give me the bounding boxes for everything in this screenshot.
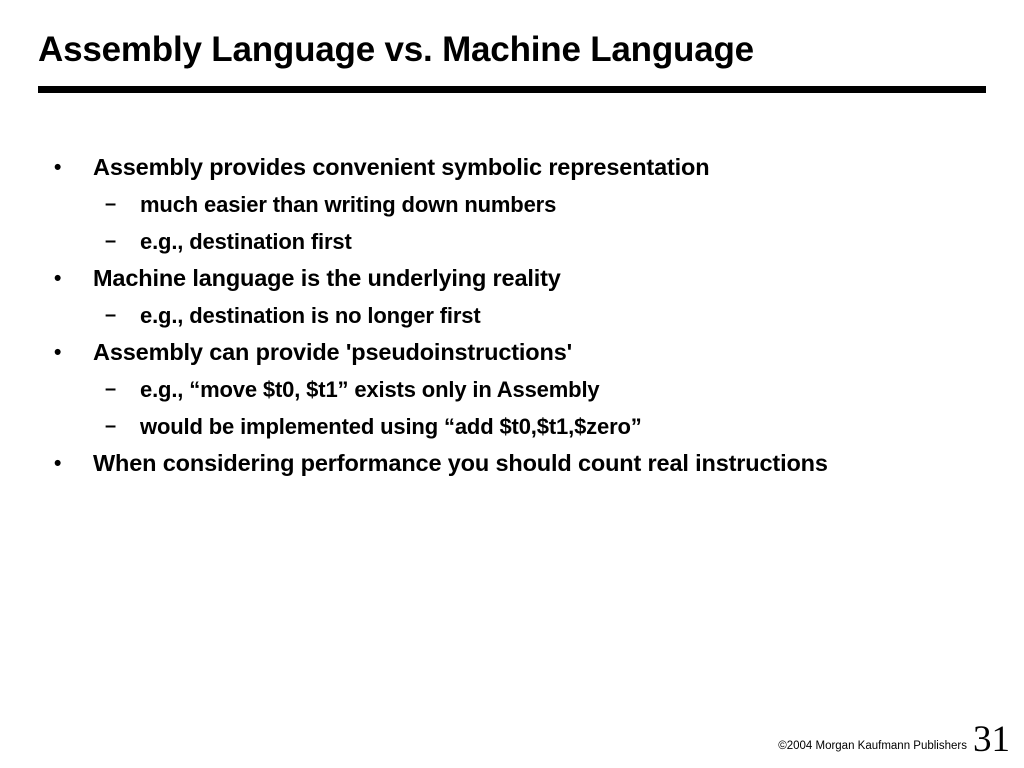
bullet-item: – e.g., destination is no longer first [0, 301, 1024, 338]
bullet-item: – much easier than writing down numbers [0, 190, 1024, 227]
bullet-item: – e.g., destination first [0, 227, 1024, 264]
bullet-item: – would be implemented using “add $t0,$t1… [0, 412, 1024, 449]
bullet-item: • When considering performance you should… [0, 449, 1024, 486]
bullet-text: Machine language is the underlying reali… [93, 265, 561, 291]
bullet-item: • Machine language is the underlying real… [0, 264, 1024, 301]
bullet-text: When considering performance you should … [93, 450, 828, 476]
bullet-list: • Assembly provides convenient symbolic r… [0, 153, 1024, 486]
bullet-dash-icon: – [105, 415, 117, 437]
bullet-text: Assembly can provide 'pseudoinstructions… [93, 339, 573, 365]
bullet-item: • Assembly provides convenient symbolic r… [0, 153, 1024, 190]
bullet-text: e.g., destination first [140, 229, 352, 254]
title-underline-rule [38, 86, 986, 93]
bullet-item: – e.g., “move $t0, $t1” exists only in As… [0, 375, 1024, 412]
bullet-dash-icon: – [105, 193, 117, 215]
bullet-text: would be implemented using “add $t0,$t1,… [140, 414, 642, 439]
bullet-dot-icon: • [54, 341, 62, 364]
bullet-dash-icon: – [105, 378, 117, 400]
bullet-dot-icon: • [54, 156, 62, 179]
copyright-notice: ©2004 Morgan Kaufmann Publishers [778, 740, 967, 752]
bullet-text: much easier than writing down numbers [140, 192, 557, 217]
slide-footer: ©2004 Morgan Kaufmann Publishers 31 [778, 720, 1010, 760]
bullet-text: Assembly provides convenient symbolic re… [93, 154, 710, 180]
bullet-text: e.g., destination is no longer first [140, 303, 481, 328]
bullet-dash-icon: – [105, 304, 117, 326]
bullet-dot-icon: • [54, 267, 62, 290]
bullet-text: e.g., “move $t0, $t1” exists only in Ass… [140, 377, 600, 402]
bullet-item: • Assembly can provide 'pseudoinstruction… [0, 338, 1024, 375]
bullet-dot-icon: • [54, 452, 62, 475]
page-number: 31 [973, 719, 1010, 760]
slide-title: Assembly Language vs. Machine Language [38, 30, 754, 69]
bullet-dash-icon: – [105, 230, 117, 252]
